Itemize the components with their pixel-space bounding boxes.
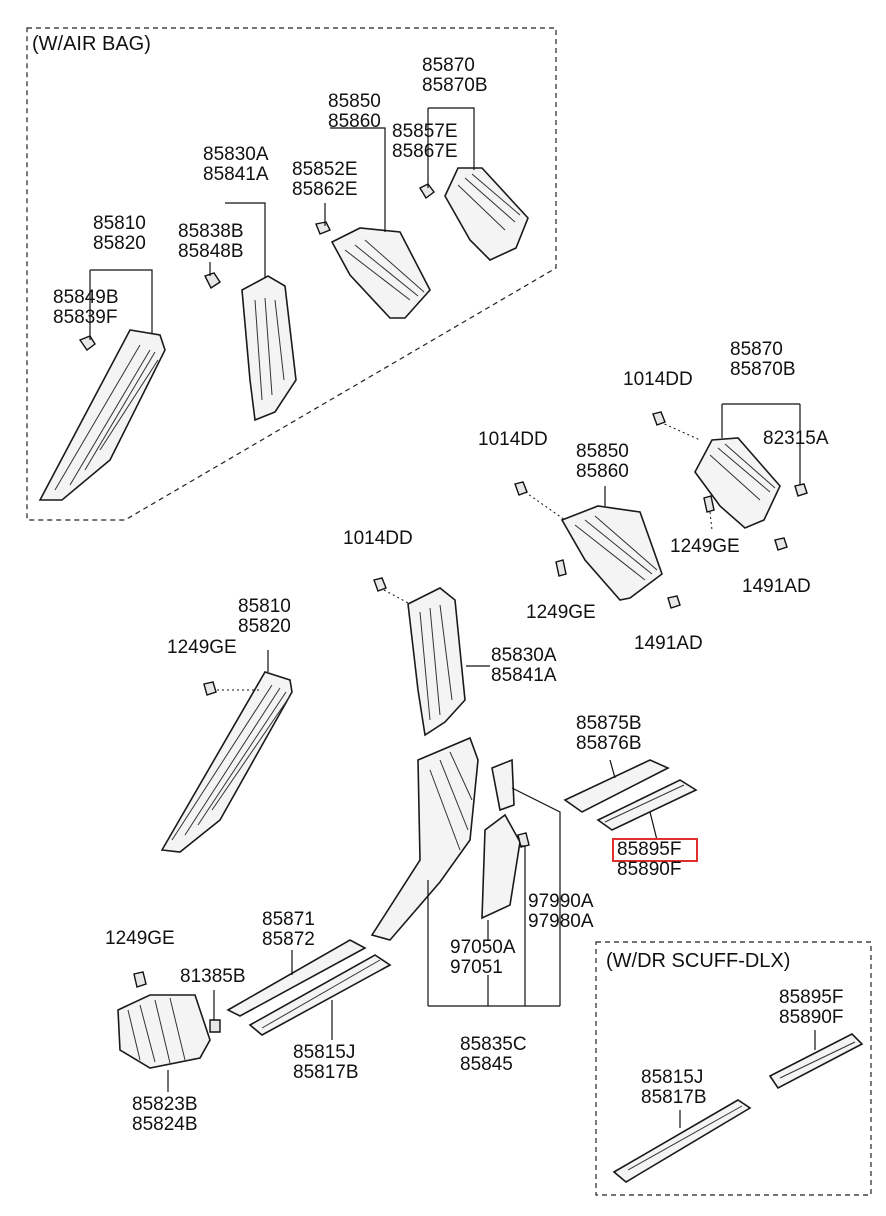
- front-pillar-trim: [160, 671, 293, 853]
- screw-1249ge-cowl: [133, 971, 147, 988]
- callout-85810-main: 85810 85820: [238, 596, 291, 637]
- clip-1491ad-rear: [774, 537, 788, 551]
- callout-85895f: 85895F: [617, 839, 682, 860]
- clip-1491ad-quarter: [667, 595, 681, 609]
- callout-82315a: 82315A: [763, 428, 829, 449]
- callout-85838b: 85838B 85848B: [178, 221, 244, 262]
- callout-85870: 85870 85870B: [422, 55, 488, 96]
- air-bag-section-frame: [26, 27, 557, 521]
- callout-85815j: 85815J 85817B: [293, 1042, 359, 1083]
- screw-1014dd-pillar: [373, 577, 387, 592]
- callout-1014dd-rear: 1014DD: [623, 369, 693, 390]
- callout-85870-right: 85870 85870B: [730, 339, 796, 380]
- callout-85852e: 85852E 85862E: [292, 159, 358, 200]
- callout-1249ge-rear: 1249GE: [670, 536, 740, 557]
- callout-97050a: 97050A 97051: [450, 937, 516, 978]
- callout-1014dd-pillar: 1014DD: [343, 528, 413, 549]
- quarter-trim-upper-airbag: [330, 227, 431, 319]
- callout-85875b: 85875B 85876B: [576, 713, 642, 754]
- callout-85810: 85810 85820: [93, 213, 146, 254]
- callout-85890f: 85890F: [617, 859, 682, 880]
- scuff-plate-rear: [563, 759, 698, 831]
- clip-85852e: [315, 221, 331, 235]
- screw-1249ge-rear: [703, 495, 715, 513]
- rear-pillar-trim: [694, 437, 781, 529]
- clip-85849b: [78, 335, 96, 351]
- callout-85830a: 85830A 85841A: [203, 144, 269, 185]
- callout-85850: 85850 85860: [328, 91, 381, 132]
- dlx-scuff-rear: [768, 1033, 864, 1090]
- clip-85838b: [204, 272, 221, 290]
- center-pillar-lower: [370, 736, 479, 941]
- clip-81385b: [209, 1019, 221, 1033]
- callout-1249ge-cowl: 1249GE: [105, 928, 175, 949]
- callout-85857e: 85857E 85867E: [392, 121, 458, 162]
- callout-85895f-dlx: 85895F 85890F: [779, 987, 844, 1028]
- callout-1014dd-quarter: 1014DD: [478, 429, 548, 450]
- callout-1491ad-rear: 1491AD: [742, 576, 811, 597]
- callout-81385b: 81385B: [180, 966, 246, 987]
- callout-85815j-dlx: 85815J 85817B: [641, 1067, 707, 1108]
- screw-1014dd-quarter: [514, 481, 528, 496]
- callout-85830a-main: 85830A 85841A: [491, 645, 557, 686]
- center-pillar-upper-airbag: [241, 275, 297, 422]
- rear-pillar-trim-airbag: [444, 167, 529, 261]
- callout-1491ad-quarter: 1491AD: [634, 633, 703, 654]
- dlx-scuff-front: [612, 1099, 752, 1183]
- highlighted-part-box: [612, 838, 698, 862]
- callout-1249ge-front: 1249GE: [167, 637, 237, 658]
- callout-97990a: 97990A 97980A: [528, 891, 594, 932]
- quarter-trim-lower: [560, 505, 663, 601]
- callout-85835c: 85835C 85845: [460, 1034, 527, 1075]
- air-bag-leaders: [89, 107, 475, 340]
- clip-82315a: [794, 483, 808, 497]
- scuff-section-frame: [595, 941, 872, 1196]
- callout-85849b: 85849B 85839F: [53, 287, 119, 328]
- screw-1014dd-rear: [652, 411, 666, 426]
- scuff-section-title: (W/DR SCUFF-DLX): [606, 950, 791, 972]
- seat-belt-cover: [481, 758, 521, 920]
- center-pillar-upper: [407, 587, 466, 737]
- screw-1249ge-quarter: [555, 559, 567, 577]
- scuff-plate-front: [226, 939, 392, 1036]
- screw-1249ge-front: [203, 681, 217, 696]
- air-bag-section-title: (W/AIR BAG): [32, 33, 151, 55]
- clip-85857e: [419, 183, 435, 200]
- front-pillar-trim-airbag: [38, 329, 166, 501]
- cowl-side-trim: [117, 994, 211, 1069]
- callout-85823b: 85823B 85824B: [132, 1094, 198, 1135]
- callout-85871: 85871 85872: [262, 909, 315, 950]
- callout-1249ge-quarter: 1249GE: [526, 602, 596, 623]
- screw-97990a: [517, 832, 530, 848]
- callout-85850-right: 85850 85860: [576, 441, 629, 482]
